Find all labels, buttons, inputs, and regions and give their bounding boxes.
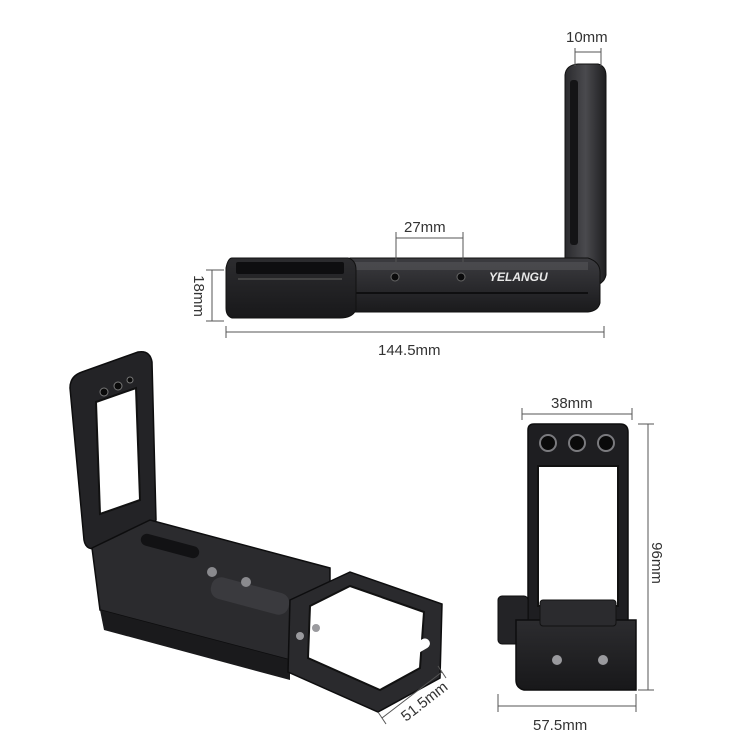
screw <box>296 632 304 640</box>
dimension-side-height: 96mm <box>638 423 665 691</box>
screw <box>552 655 562 665</box>
dim-label-10mm: 10mm <box>566 29 608 46</box>
mount-hole <box>597 434 615 452</box>
mount-hole <box>113 381 123 391</box>
screw <box>312 624 320 632</box>
screw <box>207 567 217 577</box>
mount-hole <box>126 376 134 384</box>
brand-label: YELANGU <box>489 270 548 284</box>
dim-label-18mm: 18mm <box>190 275 207 317</box>
dimension-side-width: 38mm <box>521 395 633 420</box>
mount-hole <box>568 434 586 452</box>
dimension-bottom-width: 57.5mm <box>497 694 637 734</box>
screw-hole <box>456 272 466 282</box>
bracket-perspective-view <box>69 350 443 713</box>
screw <box>241 577 251 587</box>
dimension-base-height: 18mm <box>190 269 224 322</box>
dim-label-38mm: 38mm <box>551 395 593 412</box>
dim-label-57-5mm: 57.5mm <box>533 717 587 734</box>
mount-hole <box>539 434 557 452</box>
bracket-front-view <box>497 423 637 691</box>
base-plate <box>349 257 601 313</box>
dim-label-27mm: 27mm <box>404 219 446 236</box>
screw <box>598 655 608 665</box>
dimension-total-length: 144.5mm <box>225 326 605 359</box>
dim-label-96mm: 96mm <box>648 542 665 584</box>
vertical-plate-slot <box>570 80 578 245</box>
front-base <box>515 619 637 691</box>
dimension-screw-spacing: 27mm <box>395 219 464 262</box>
anti-slip-pad <box>210 577 290 615</box>
mount-hole <box>99 387 109 397</box>
screw-hole <box>390 272 400 282</box>
dimension-top-thickness: 10mm <box>566 29 608 66</box>
bracket-side-profile: YELANGU <box>225 63 607 319</box>
dim-label-144-5mm: 144.5mm <box>378 342 441 359</box>
